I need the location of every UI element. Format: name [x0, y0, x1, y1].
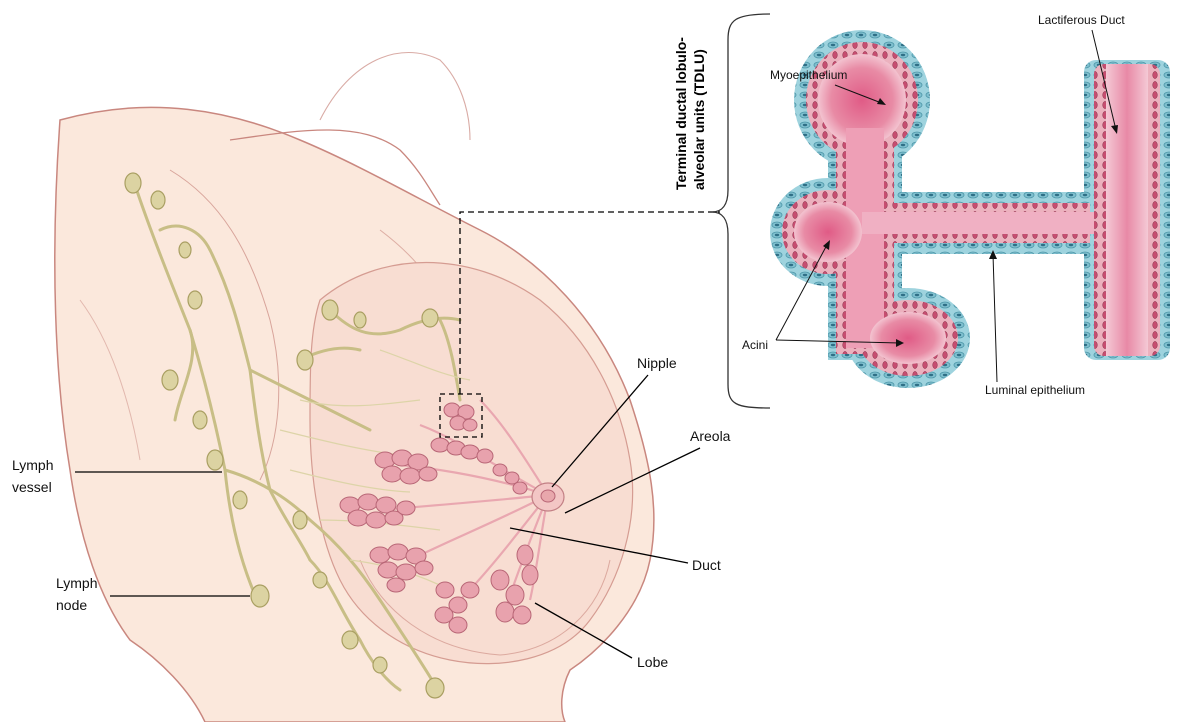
- label-lymph-vessel-line1: Lymph: [12, 457, 54, 473]
- label-acini: Acini: [742, 338, 768, 352]
- neck-outline: [320, 53, 470, 141]
- leader-luminal-epithelium: [993, 254, 997, 382]
- breast-illustration: [55, 53, 720, 722]
- label-nipple: Nipple: [637, 355, 677, 371]
- lactiferous-duct: [1084, 60, 1170, 360]
- label-lactiferous-duct: Lactiferous Duct: [1038, 13, 1125, 27]
- label-luminal-epithelium: Luminal epithelium: [985, 383, 1085, 397]
- label-lymph-node-line1: Lymph: [56, 575, 98, 591]
- label-lobe: Lobe: [637, 654, 668, 670]
- tdlu-title-line1: Terminal ductal lobulo-: [673, 37, 689, 190]
- label-areola: Areola: [690, 428, 731, 444]
- label-lymph-vessel-line2: vessel: [12, 479, 52, 495]
- label-lymph-node-line2: node: [56, 597, 87, 613]
- tdlu-title-line2: alveolar units (TDLU): [691, 49, 707, 190]
- tdlu-inset: Terminal ductal lobulo- alveolar units (…: [673, 13, 1170, 408]
- label-duct: Duct: [692, 557, 721, 573]
- nipple-shape: [541, 490, 555, 502]
- label-myoepithelium: Myoepithelium: [770, 68, 847, 82]
